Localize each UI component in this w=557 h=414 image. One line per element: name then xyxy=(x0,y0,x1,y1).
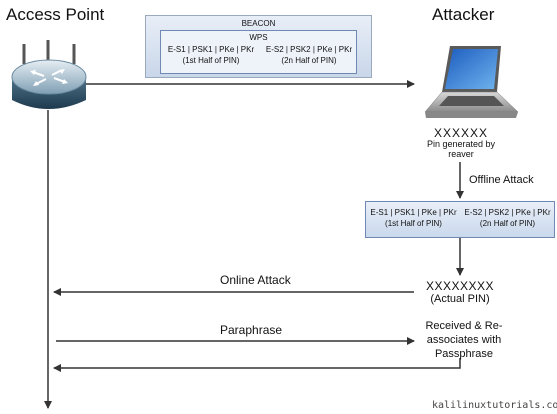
wps-box: WPS E-S1 | PSK1 | PKe | PKr (1st Half of… xyxy=(160,30,357,74)
wps-title: WPS xyxy=(249,33,268,42)
watermark: kalilinuxtutorials.com xyxy=(432,400,557,411)
paraphrase-label: Paraphrase xyxy=(220,323,283,337)
offline-e2-fields: E-S2 | PSK2 | PKe | PKr xyxy=(464,208,551,217)
beacon-e2-fields: E-S2 | PSK2 | PKe | PKr xyxy=(265,45,353,54)
offline-e1-note: (1st Half of PIN) xyxy=(385,219,442,228)
actual-pin-value: XXXXXXXX xyxy=(425,279,495,293)
online-attack-label: Online Attack xyxy=(220,273,291,287)
offline-e2-note: (2n Half of PIN) xyxy=(479,219,536,228)
beacon-box: BEACON WPS E-S1 | PSK1 | PKe | PKr (1st … xyxy=(145,15,372,78)
beacon-e1-fields: E-S1 | PSK1 | PKe | PKr xyxy=(167,45,255,54)
reassociate-arrow xyxy=(53,358,461,372)
beacon-e2-note: (2n Half of PIN) xyxy=(281,56,337,65)
pin-generated-caption: Pin generated by reaver xyxy=(426,139,496,159)
access-point-label: Access Point xyxy=(6,5,105,24)
received-label: Received & Re-associates with Passphrase xyxy=(425,320,503,360)
offline-box: E-S1 | PSK1 | PKe | PKr (1st Half of PIN… xyxy=(365,201,555,238)
actual-pin-caption: (Actual PIN) xyxy=(430,293,490,305)
offline-attack-label: Offline Attack xyxy=(469,174,534,186)
laptop-icon xyxy=(424,46,519,118)
attacker-label: Attacker xyxy=(432,5,495,24)
beacon-e1-note: (1st Half of PIN) xyxy=(182,56,240,65)
router-icon xyxy=(11,40,87,109)
pin-generated-value: XXXXXX xyxy=(433,126,489,140)
offline-e1-fields: E-S1 | PSK1 | PKe | PKr xyxy=(370,208,457,217)
beacon-title: BEACON xyxy=(241,19,276,28)
